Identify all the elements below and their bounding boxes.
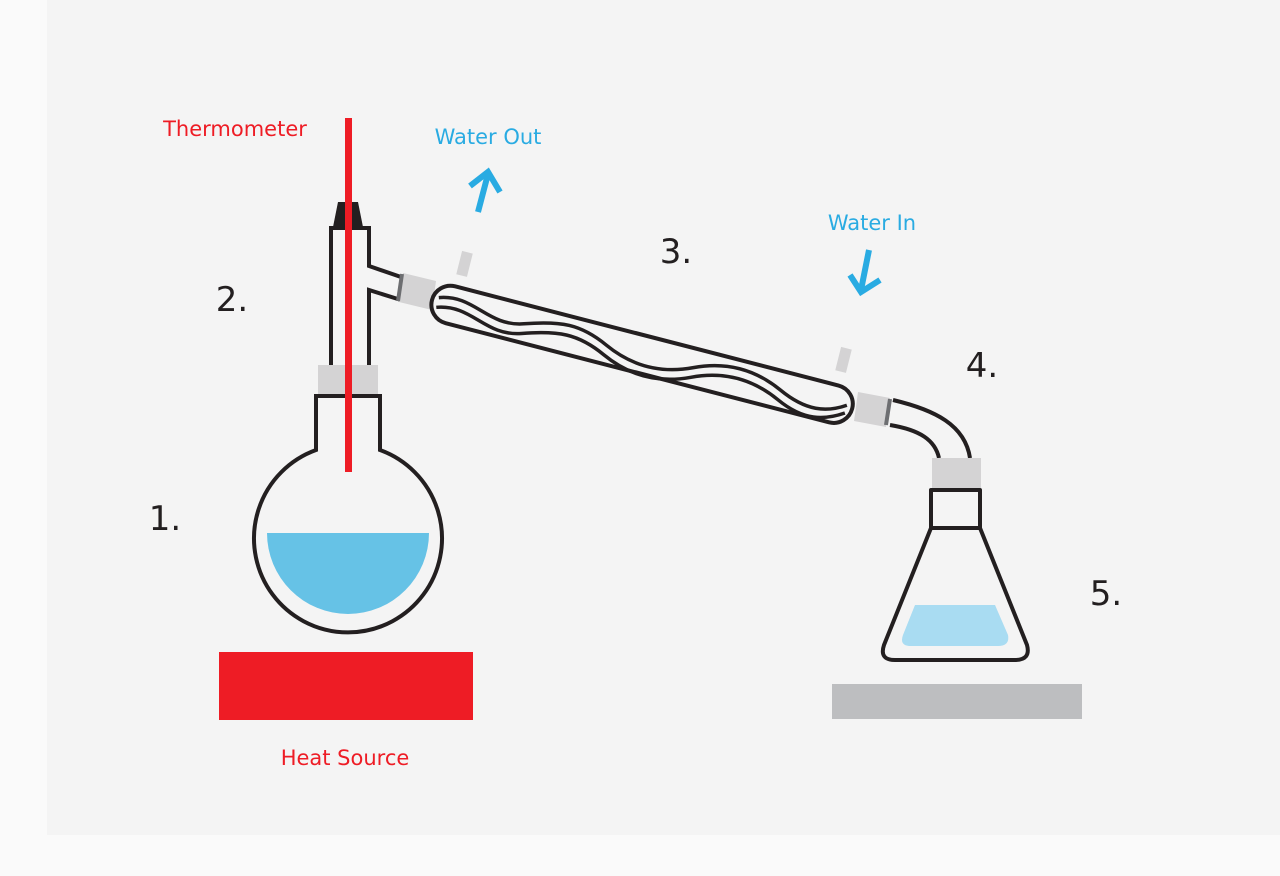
- heat-source-label: Heat Source: [281, 746, 410, 770]
- thermometer-label: Thermometer: [162, 117, 307, 141]
- water-out-arrow-icon: [468, 167, 503, 213]
- outlet-joint: [854, 392, 892, 427]
- water-in-arrow-icon: [847, 249, 882, 297]
- receiver-joint: [932, 458, 981, 488]
- step-2-label: 2.: [216, 280, 248, 320]
- water-in-port: [835, 346, 852, 373]
- water-out-port: [456, 250, 473, 277]
- thermometer: [345, 118, 352, 472]
- step-5-label: 5.: [1090, 574, 1122, 614]
- receiver-stand: [832, 684, 1082, 719]
- water-in-label: Water In: [828, 211, 916, 235]
- step-3-label: 3.: [660, 232, 692, 272]
- heat-source: [219, 652, 473, 720]
- step-4-label: 4.: [966, 346, 998, 386]
- step-1-label: 1.: [149, 499, 181, 539]
- receiver-adapter: [889, 398, 972, 459]
- distillation-head: [329, 226, 402, 365]
- water-out-label: Water Out: [435, 125, 542, 149]
- distillate-liquid: [902, 605, 1009, 646]
- flask-liquid: [267, 533, 429, 614]
- round-bottom-flask: [252, 394, 444, 635]
- condenser: [429, 283, 855, 425]
- side-arm-joint: [396, 273, 436, 310]
- erlenmeyer-flask: [880, 488, 1030, 662]
